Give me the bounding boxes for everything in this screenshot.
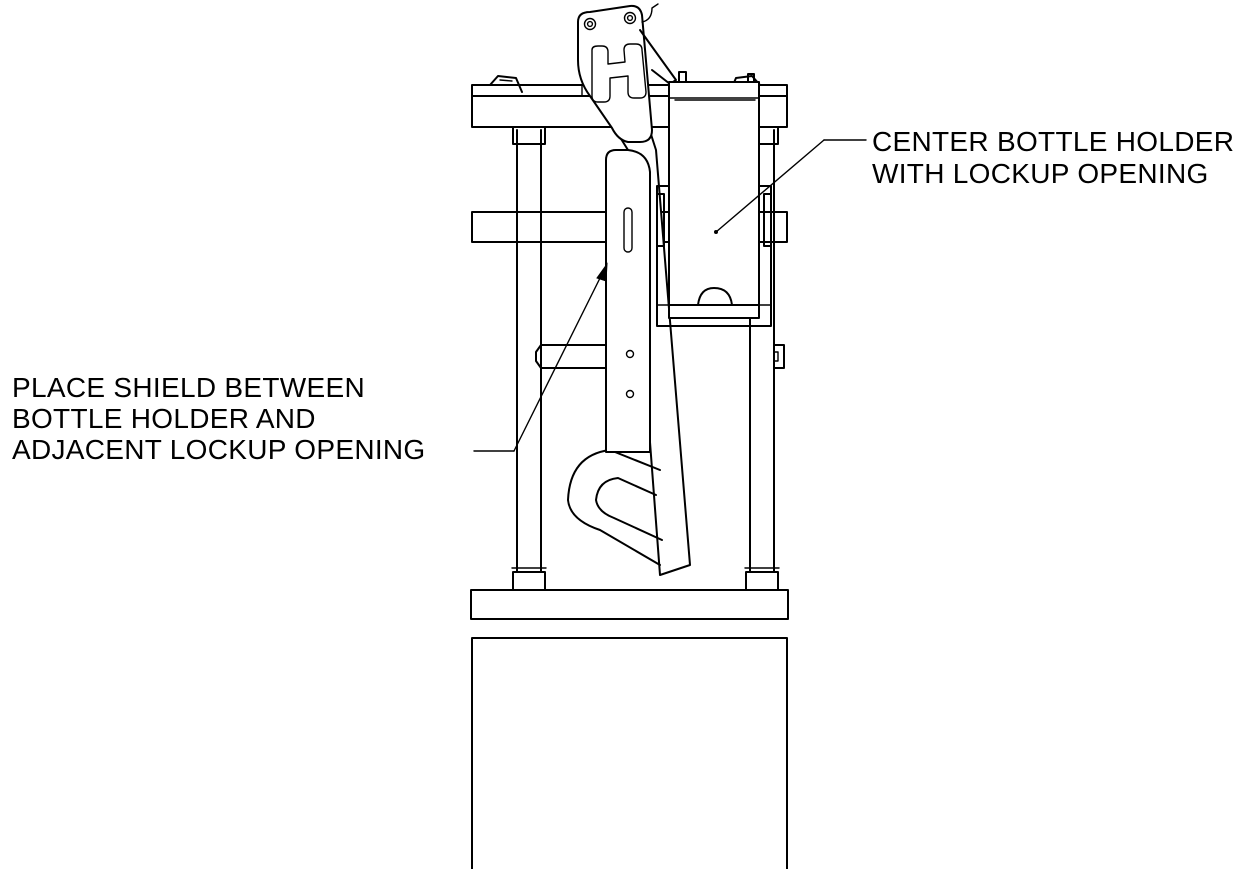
callout-center-line-1: CENTER BOTTLE HOLDER bbox=[872, 126, 1234, 157]
left-frame-tube bbox=[511, 126, 547, 591]
top-lever-plate bbox=[577, 3, 677, 143]
leader-shield bbox=[473, 262, 608, 452]
right-side-bracket bbox=[773, 344, 785, 369]
shield-plate bbox=[605, 149, 651, 453]
callout-shield-line-3: ADJACENT LOCKUP OPENING bbox=[12, 434, 426, 465]
lower-base-block bbox=[471, 637, 788, 869]
callout-center-line-2: WITH LOCKUP OPENING bbox=[872, 158, 1209, 189]
callout-shield: PLACE SHIELD BETWEEN BOTTLE HOLDER AND A… bbox=[12, 372, 426, 465]
callout-shield-line-1: PLACE SHIELD BETWEEN bbox=[12, 372, 365, 403]
callout-center-holder: CENTER BOTTLE HOLDER WITH LOCKUP OPENING bbox=[872, 126, 1234, 189]
center-bottle-holder bbox=[656, 71, 772, 327]
leader-center-holder bbox=[715, 139, 867, 233]
callout-shield-line-2: BOTTLE HOLDER AND bbox=[12, 403, 316, 434]
bottom-plate bbox=[470, 589, 789, 620]
